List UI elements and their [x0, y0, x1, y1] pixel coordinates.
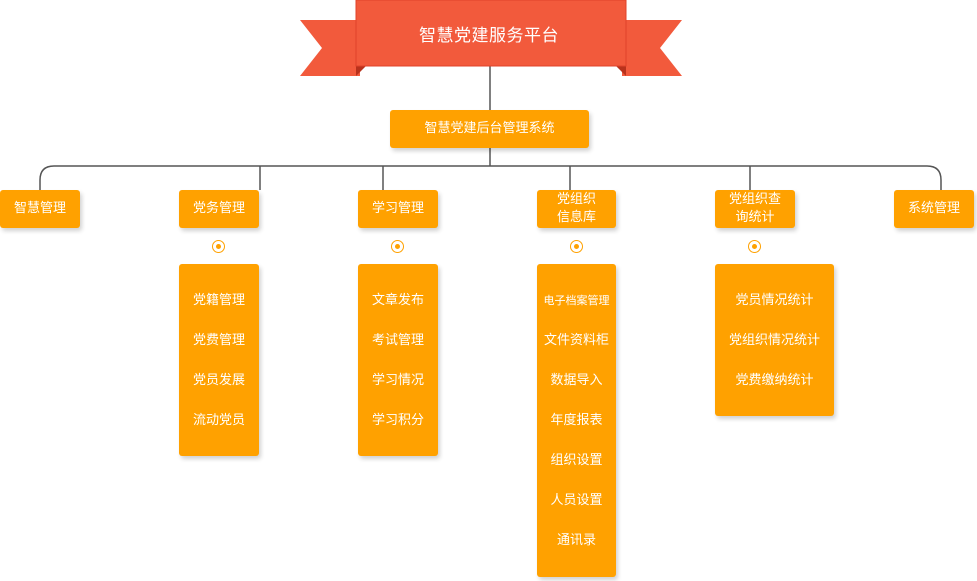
- system-node[interactable]: 智慧党建后台管理系统: [390, 110, 589, 148]
- module-zhihui[interactable]: 智慧管理: [0, 190, 80, 228]
- list-item[interactable]: 学习情况: [371, 373, 424, 388]
- list-dangwu: 党籍管理 党费管理 党员发展 流动党员: [179, 264, 259, 456]
- list-item[interactable]: 年度报表: [550, 413, 603, 428]
- attach-dot-dangwu: [212, 240, 225, 253]
- attach-dot-xuexi: [391, 240, 404, 253]
- list-item[interactable]: 文章发布: [371, 293, 424, 308]
- list-chaxun: 党员情况统计 党组织情况统计 党费缴纳统计: [715, 264, 834, 416]
- list-item[interactable]: 党费管理: [192, 333, 245, 348]
- connector-bus: [39, 165, 942, 190]
- list-item[interactable]: 学习积分: [371, 413, 424, 428]
- list-xinxiku: 电子档案管理 文件资料柜 数据导入 年度报表 组织设置 人员设置 通讯录: [537, 264, 616, 577]
- module-xitong[interactable]: 系统管理: [894, 190, 974, 228]
- list-item[interactable]: 通讯录: [556, 533, 596, 548]
- list-item[interactable]: 数据导入: [550, 373, 603, 388]
- list-item[interactable]: 党员发展: [192, 373, 245, 388]
- attach-dot-xinxiku: [570, 240, 583, 253]
- module-chaxun[interactable]: 党组织查 询统计: [715, 190, 795, 228]
- attach-dot-chaxun: [748, 240, 761, 253]
- list-item[interactable]: 文件资料柜: [543, 333, 609, 348]
- platform-title: 智慧党建服务平台: [419, 25, 559, 46]
- title-ribbon: [300, 0, 682, 76]
- list-item[interactable]: 党员情况统计: [735, 293, 814, 308]
- list-xuexi: 文章发布 考试管理 学习情况 学习积分: [358, 264, 438, 456]
- list-item[interactable]: 党组织情况统计: [728, 333, 820, 348]
- list-item[interactable]: 电子档案管理: [543, 294, 610, 307]
- module-dangwu[interactable]: 党务管理: [179, 190, 259, 228]
- module-xuexi[interactable]: 学习管理: [358, 190, 438, 228]
- list-item[interactable]: 党费缴纳统计: [735, 373, 814, 388]
- list-item[interactable]: 考试管理: [371, 333, 424, 348]
- list-item[interactable]: 党籍管理: [192, 293, 245, 308]
- list-item[interactable]: 组织设置: [550, 453, 603, 468]
- list-item[interactable]: 流动党员: [192, 413, 245, 428]
- module-xinxiku[interactable]: 党组织 信息库: [537, 190, 616, 228]
- list-item[interactable]: 人员设置: [550, 493, 603, 508]
